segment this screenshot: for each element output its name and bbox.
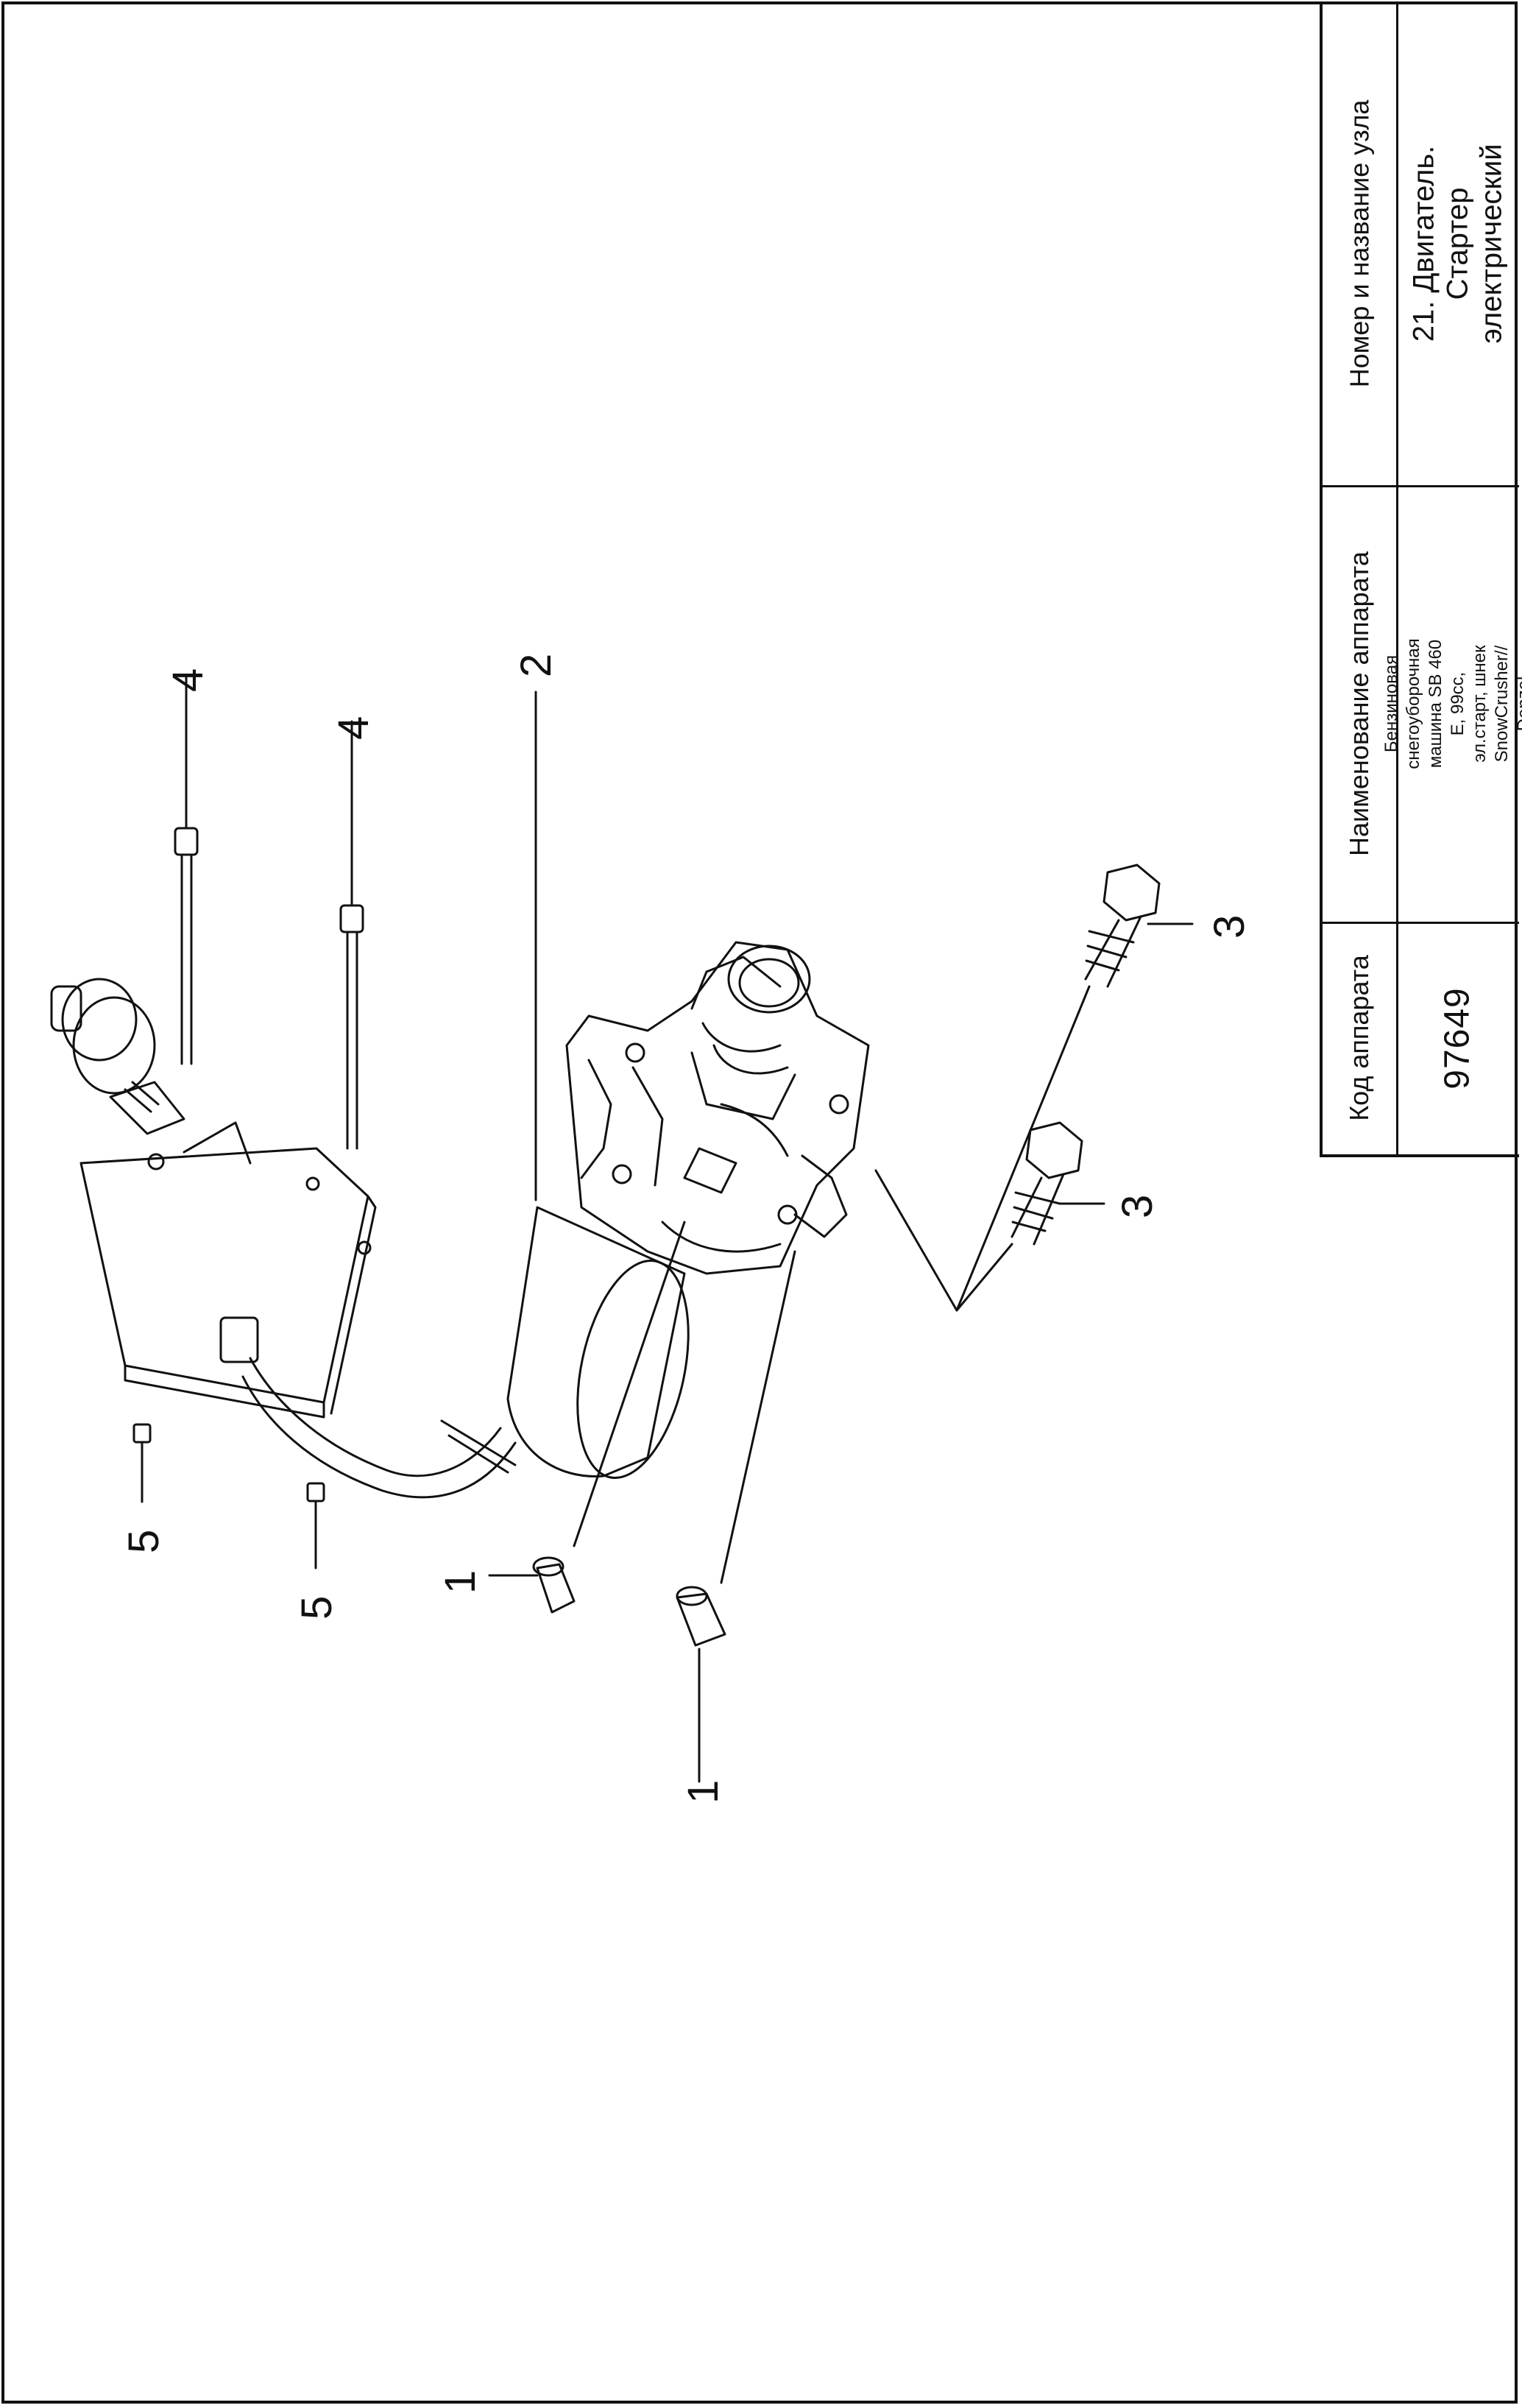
code-value-cell: 97649	[1396, 922, 1519, 1154]
leader-3	[874, 985, 1091, 1312]
title-block: Код аппарата Наименование аппарата Номер…	[1320, 1, 1522, 1157]
push-button	[50, 978, 185, 1135]
callout-2: 2	[512, 654, 560, 677]
callout-4a: 4	[164, 668, 212, 692]
device-header: Наименование аппарата	[1344, 551, 1375, 856]
callout-1a: 1	[436, 1570, 484, 1594]
callout-5a: 5	[120, 1530, 168, 1553]
callout-4b: 4	[330, 716, 378, 740]
device-value-cell: Бензиновая снегоуборочная машина SB 460 …	[1381, 485, 1522, 922]
title-block-row-line	[1323, 485, 1519, 487]
unit-header-cell: Номер и название узла	[1323, 1, 1396, 485]
nut-5b	[306, 1482, 325, 1570]
wire-harness	[241, 1357, 517, 1499]
dowel-pin-1b	[676, 1250, 796, 1783]
device-value: Бензиновая снегоуборочная машина SB 460 …	[1381, 638, 1522, 769]
title-block-row-line	[1323, 922, 1519, 924]
callout-5b: 5	[293, 1596, 341, 1620]
starter-exploded-diagram: 1 1 2 3 3 4 4 5 5	[50, 654, 1253, 1804]
hex-bolt-3a	[1084, 864, 1194, 988]
unit-value-cell: 21. Двигатель. Стартер электрический	[1396, 1, 1519, 485]
code-header-cell: Код аппарата	[1323, 922, 1396, 1154]
code-header: Код аппарата	[1344, 955, 1375, 1121]
long-bolt-4a	[174, 676, 199, 1065]
code-value: 97649	[1437, 986, 1477, 1090]
starter-motor	[506, 941, 870, 1479]
unit-value: 21. Двигатель. Стартер электрический	[1407, 143, 1508, 344]
callout-1b: 1	[679, 1780, 727, 1804]
unit-header: Номер и название узла	[1344, 99, 1375, 387]
switch-box	[79, 1121, 377, 1419]
title-block-divider	[1396, 1, 1398, 1154]
callout-3b: 3	[1114, 1195, 1161, 1218]
hex-bolt-3b	[1010, 1121, 1105, 1246]
nut-5a	[132, 1423, 152, 1503]
long-bolt-4b	[339, 720, 364, 1150]
dowel-pin-1a	[488, 1221, 686, 1614]
callout-3a: 3	[1206, 915, 1253, 939]
